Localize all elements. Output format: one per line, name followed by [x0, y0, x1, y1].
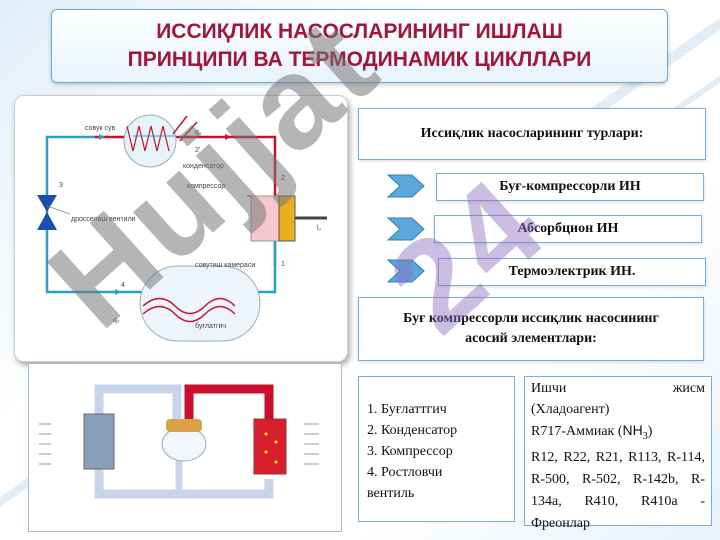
title-banner: ИССИҚЛИК НАСОСЛАРИНИНГ ИШЛАШ ПРИНЦИПИ ВА…: [51, 9, 668, 83]
refrigerant-box: Ишчи жисм (Хладоагент) R717-Аммиак (NH3)…: [524, 376, 712, 531]
list-item: 1. Буғлаттгич: [367, 402, 447, 417]
types-header: Иссиқлик насосларининг турлари:: [358, 108, 706, 160]
evaporator-coil: [142, 305, 236, 323]
ammonia-prefix: R717-Аммиак (: [531, 424, 623, 439]
hot-loop: [184, 384, 274, 424]
type-item-vapor-compression: Буғ-компрессорли ИН: [436, 173, 704, 201]
label-point-1: 1: [281, 261, 285, 268]
label-condenser: конденсатор: [183, 163, 224, 170]
label-compressor: компрессор: [187, 183, 225, 190]
ammonia-line: R717-Аммиак (NH3): [531, 420, 705, 447]
condenser-vessel: [123, 114, 177, 168]
condenser-dot: [274, 460, 278, 464]
compressor-piston: [278, 195, 296, 242]
elements-header-text: Буғ компрессорли иссиқлик насосининг асо…: [403, 311, 659, 346]
list-item: 3. Компрессор: [367, 444, 453, 459]
label-cold-water: совук сув: [85, 125, 116, 132]
chevron-icon: [386, 259, 425, 283]
refrigerant-title-left: Ишчи: [531, 381, 567, 396]
elements-list: 1. Буғлаттгич 2. Конденсатор 3. Компресс…: [358, 376, 515, 522]
page-title: ИССИҚЛИК НАСОСЛАРИНИНГ ИШЛАШ ПРИНЦИПИ ВА…: [127, 20, 592, 71]
schematic-svg: [39, 384, 319, 499]
list-item: 4. Ростловчи: [367, 465, 443, 480]
heat-in-arrows: [39, 423, 51, 465]
flow-arrow: [115, 289, 121, 295]
heat-arrow: [172, 115, 188, 135]
heat-pump-schematic: [28, 363, 342, 532]
ammonia-suffix: ): [647, 424, 653, 439]
types-header-text: Иссиқлик насосларининг турлари:: [420, 126, 644, 141]
condenser-coil: [126, 125, 170, 152]
label-q2: q₂: [113, 317, 120, 324]
heat-arrow: [179, 121, 198, 142]
label-point-4: 4: [121, 282, 125, 289]
condenser-dot: [264, 432, 268, 436]
list-item: 2. Конденсатор: [367, 423, 458, 438]
chevron-icon: [386, 217, 425, 241]
label-point-3: 3: [59, 182, 63, 189]
throttle-leader: [46, 205, 71, 215]
evaporator-coil: [142, 297, 236, 315]
compressor-top: [166, 419, 202, 432]
label-work: l₂: [317, 225, 322, 232]
type-item-thermoelectric: Термоэлектрик ИН.: [438, 258, 706, 286]
cooling-chamber: [139, 265, 261, 342]
heat-pump-cycle-diagram: совук сув q₁ 2' конденсатор компрессор 2…: [14, 95, 348, 362]
label-evaporator: буғлатгич: [195, 322, 226, 330]
condenser-dot: [264, 450, 268, 454]
refrigerant-title-row: Ишчи жисм: [531, 378, 705, 399]
list-item: вентиль: [367, 486, 415, 501]
compressor-body: [161, 426, 207, 462]
return-loop: [94, 479, 274, 499]
elements-header: Буғ компрессорли иссиқлик насосининг асо…: [358, 297, 704, 361]
throttle-valve-bottom: [37, 212, 57, 230]
label-point-2p: 2': [195, 147, 200, 154]
flow-arrow: [225, 134, 231, 140]
ammonia-subscript: 3: [642, 430, 648, 442]
refrigerant-title-right: жисм: [672, 381, 705, 396]
chevron-icon: [386, 174, 425, 198]
label-throttle: дросселаш вентили: [71, 216, 136, 223]
label-cooling-chamber: совутиш камераси: [195, 262, 255, 269]
label-q1: q₁: [195, 129, 202, 136]
refrigerant-subtitle: (Хладоагент): [531, 402, 610, 417]
type-label: Абсорбцион ИН: [517, 221, 619, 236]
type-item-absorption: Абсорбцион ИН: [434, 215, 702, 243]
evaporator-block: [83, 413, 115, 470]
compressor-cold-part: [250, 195, 280, 242]
type-label: Термоэлектрик ИН.: [508, 264, 636, 279]
type-label: Буғ-компрессорли ИН: [499, 179, 641, 194]
freon-list: R12, R22, R21, R113, R-114, R-500, R-502…: [531, 449, 705, 531]
condenser-block: [253, 418, 287, 475]
cycle-svg: совук сув q₁ 2' конденсатор компрессор 2…: [37, 114, 327, 342]
condenser-dot: [274, 440, 278, 444]
ammonia-formula: NH: [622, 422, 643, 438]
label-point-2: 2: [281, 175, 285, 182]
flow-arrow: [99, 134, 105, 140]
throttle-valve-top: [37, 195, 57, 212]
heat-out-arrows: [304, 423, 319, 465]
